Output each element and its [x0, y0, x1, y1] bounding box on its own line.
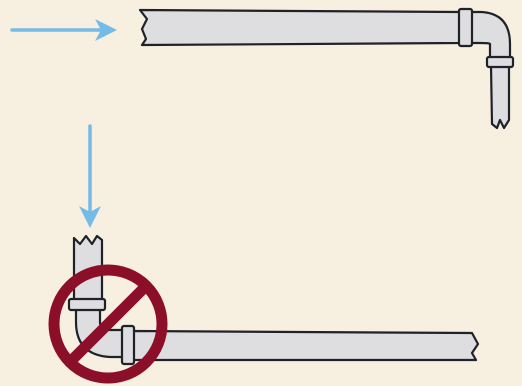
top-pipe-assembly [138, 7, 515, 130]
top-straight-pipe [138, 8, 462, 47]
top-elbow [468, 10, 512, 60]
prohibition-icon [48, 264, 168, 384]
bottom-pipe-assembly [67, 234, 480, 366]
flow-arrow-down [79, 124, 101, 228]
top-vertical-pipe [489, 64, 511, 130]
bottom-collar-horizontal [120, 324, 136, 366]
flow-arrow-right [10, 19, 117, 41]
bottom-horizontal-pipe [131, 329, 480, 362]
bottom-collar-vertical [67, 297, 107, 312]
top-collar-horizontal [457, 7, 474, 48]
top-collar-vertical [485, 55, 515, 69]
